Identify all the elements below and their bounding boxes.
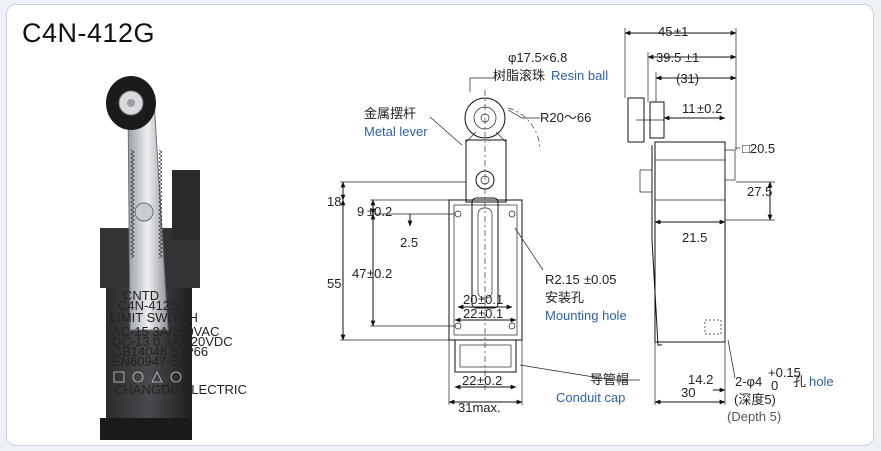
front-conduit-inner [459,344,512,368]
dim-20-tol: ±0.1 [478,292,503,307]
hole-en-label: Mounting hole [545,308,627,323]
lever-screw [134,202,154,222]
roller-cn-label: 树脂滚珠 [493,68,545,83]
side-hole-cn: 孔 [793,374,806,389]
dim-9-label: 9 [357,204,364,219]
photo-switch-text: LIMIT SWITCH [110,310,198,325]
cap-en-label: Conduit cap [556,390,625,405]
cap-cn-label: 导管帽 [590,372,629,387]
front-hole-br [508,322,516,330]
lever-teeth-left [130,149,135,259]
lever-en-label: Metal lever [364,124,428,139]
front-head [465,139,507,203]
dim-11-label: 11 [682,101,696,116]
dim-55-label: 55 [327,276,341,291]
roller-en-label: Resin ball [551,68,608,83]
depth-en-label: (Depth 5) [727,409,781,424]
front-roller-arm [465,131,507,143]
ccc-icon [170,371,182,383]
front-body-inner [453,204,518,336]
dim-47-label: 47 [352,266,366,281]
dim-45-label: 45 [658,24,672,39]
model-title: C4N-412G [22,18,156,48]
switch-top-block [172,170,200,240]
leader-side-hole [727,339,736,379]
certification-icons [113,371,182,383]
front-swing-arc [507,107,541,151]
side-lever [651,145,662,346]
dim-22b-label: 22 [462,373,476,388]
hole-dim-label: R2.15 [545,272,580,287]
side-head-cap [724,149,736,181]
warning-icon [151,371,163,383]
side-hole-prefix: 2-φ4 [735,374,762,389]
dim-142-label: 14.2 [688,372,713,387]
dim-22b-tol: ±0.2 [477,373,502,388]
side-hole-tol-up: +0.15 [768,365,801,380]
side-hole-en: hole [809,374,834,389]
lever-cn-label: 金属摆杆 [364,106,416,121]
dim-31-label: 31max. [458,400,501,415]
dim-47-tol: ±0.2 [367,266,392,281]
front-hole-tr [508,210,516,218]
dim-11-tol: ±0.2 [697,101,722,116]
side-hole-tol-down: 0 [771,378,778,393]
dim-395-label: 39.5 [656,50,681,65]
photo-spec-3: GB14048.5 IP66 [112,344,208,359]
photo-model: C4N-412G [118,298,180,313]
side-view-drawing: 45 ±1 39.5 ±1 (31) 11 ±0.2 □20.5 27.5 21… [624,24,834,424]
ground-icon [132,371,144,383]
front-hole-tl [454,210,462,218]
leader-roller [469,77,495,92]
side-hole [704,319,722,335]
dim-275-label: 27.5 [747,184,772,199]
dim-215-label: 21.5 [682,230,707,245]
dim-25-label: 2.5 [400,235,418,250]
switch-base [100,418,192,440]
leader-lever [429,116,463,146]
dim-395-tol: ±1 [685,50,699,65]
lever-teeth-right [158,149,163,259]
radius-label: R20～66 [540,110,591,125]
leader-radius [507,109,540,119]
product-photo: CNTD LIMIT SWITCH C4N-412G AC-15 3A/250V… [100,76,247,440]
photo-spec-1: AC-15 3A/250VAC [112,324,219,339]
double-insulation-icon [113,371,125,383]
dim-sq-label: □20.5 [742,141,775,156]
leader-conduit [519,364,640,381]
photo-spec-2: DC-13 0.3A/220VDC [112,334,233,349]
dim-22a-tol: ±0.1 [478,306,503,321]
photo-brand: CNTD [123,288,159,303]
dim-9-tol: ±0.2 [367,204,392,219]
depth-cn-label: (深度5) [734,392,776,407]
roller-dim-label: φ17.5×6.8 [508,50,567,65]
hole-tol-label: ±0.05 [584,272,616,287]
roller-axle [127,99,135,107]
hole-cn-label: 安装孔 [545,290,584,305]
dim-31-side-label: (31) [676,71,699,86]
dim-22a-label: 22 [463,306,477,321]
leader-mounting-hole [514,227,544,271]
dim-45-tol: ±1 [674,24,688,39]
side-body-outline [654,141,726,343]
dim-30-label: 30 [681,385,695,400]
front-hole-bl [454,322,462,330]
photo-spec-4: EN60947-5-1 [112,354,189,369]
front-view-drawing: φ17.5×6.8 树脂滚珠 Resin ball 金属摆杆 Metal lev… [327,50,640,415]
photo-maker: CHANGDE ELECTRIC [114,382,247,397]
front-conduit [454,339,517,373]
side-pivot [639,169,653,193]
dim-20-label: 20 [463,292,477,307]
dim-18-label: 18 [327,194,341,209]
